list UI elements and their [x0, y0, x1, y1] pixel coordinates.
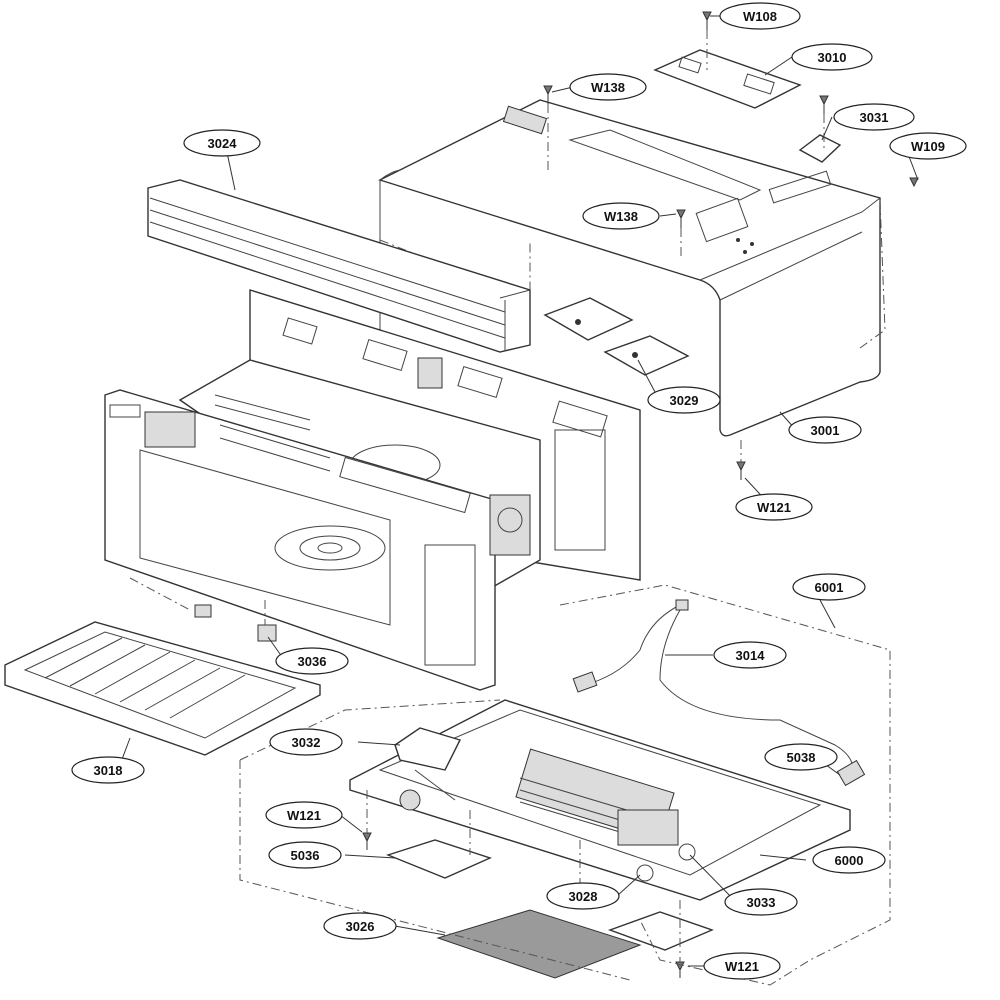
svg-text:3031: 3031 — [860, 110, 889, 125]
mounting-plates — [543, 297, 690, 376]
callout-3031: 3031 — [833, 103, 915, 131]
alignment-lines-bottom — [366, 790, 681, 962]
leader-lines — [117, 15, 919, 967]
svg-text:6001: 6001 — [815, 580, 844, 595]
svg-text:W108: W108 — [743, 9, 777, 24]
callout-3033: 3033 — [724, 888, 798, 916]
callout-w109: W109 — [889, 132, 967, 160]
top-bracket — [653, 49, 802, 109]
svg-text:3018: 3018 — [94, 763, 123, 778]
svg-text:W121: W121 — [287, 808, 321, 823]
svg-text:3028: 3028 — [569, 889, 598, 904]
callout-3024: 3024 — [183, 129, 261, 157]
callout-w121-right: W121 — [735, 493, 813, 521]
callout-w138-mid: W138 — [582, 202, 660, 230]
svg-text:3001: 3001 — [811, 423, 840, 438]
svg-text:W121: W121 — [725, 959, 759, 974]
svg-text:3010: 3010 — [818, 50, 847, 65]
callout-3029: 3029 — [647, 386, 721, 414]
alignment-lines-top — [547, 30, 886, 462]
callout-w121-bottom: W121 — [703, 952, 781, 980]
svg-text:6000: 6000 — [835, 853, 864, 868]
svg-text:5036: 5036 — [291, 848, 320, 863]
callout-3032: 3032 — [269, 728, 343, 756]
svg-text:3026: 3026 — [346, 919, 375, 934]
svg-text:W138: W138 — [591, 80, 625, 95]
cover-brackets — [362, 832, 714, 978]
svg-text:3032: 3032 — [292, 735, 321, 750]
callout-3036: 3036 — [275, 647, 349, 675]
callout-6001: 6001 — [792, 573, 866, 601]
small-bracket — [798, 134, 842, 163]
base-plate-assembly — [349, 699, 851, 901]
callout-w108: W108 — [719, 2, 801, 30]
screws — [543, 11, 919, 480]
svg-text:3029: 3029 — [670, 393, 699, 408]
wire-harness — [572, 599, 866, 787]
svg-text:3014: 3014 — [736, 648, 766, 663]
svg-text:3036: 3036 — [298, 654, 327, 669]
callout-w138-top: W138 — [569, 73, 647, 101]
callout-3026: 3026 — [323, 912, 397, 940]
outer-cabinet — [378, 99, 881, 437]
callout-3018: 3018 — [71, 756, 145, 784]
charcoal-filter — [436, 909, 642, 979]
callout-6000: 6000 — [812, 846, 886, 874]
svg-text:3033: 3033 — [747, 895, 776, 910]
svg-text:W138: W138 — [604, 209, 638, 224]
svg-text:3024: 3024 — [208, 136, 238, 151]
svg-text:W109: W109 — [911, 139, 945, 154]
callout-3014: 3014 — [713, 641, 787, 669]
oven-cavity — [104, 289, 641, 691]
latch-parts — [129, 577, 277, 642]
callout-3010: 3010 — [791, 43, 873, 71]
callout-5036: 5036 — [268, 841, 342, 869]
vent-grille — [147, 179, 531, 353]
svg-text:5038: 5038 — [787, 750, 816, 765]
callout-5038: 5038 — [764, 743, 838, 771]
callout-w121-left: W121 — [265, 801, 343, 829]
callout-3028: 3028 — [546, 882, 620, 910]
svg-text:W121: W121 — [757, 500, 791, 515]
switch-assembly — [394, 727, 461, 811]
callout-3001: 3001 — [788, 416, 862, 444]
grease-filter-tray — [4, 621, 321, 756]
